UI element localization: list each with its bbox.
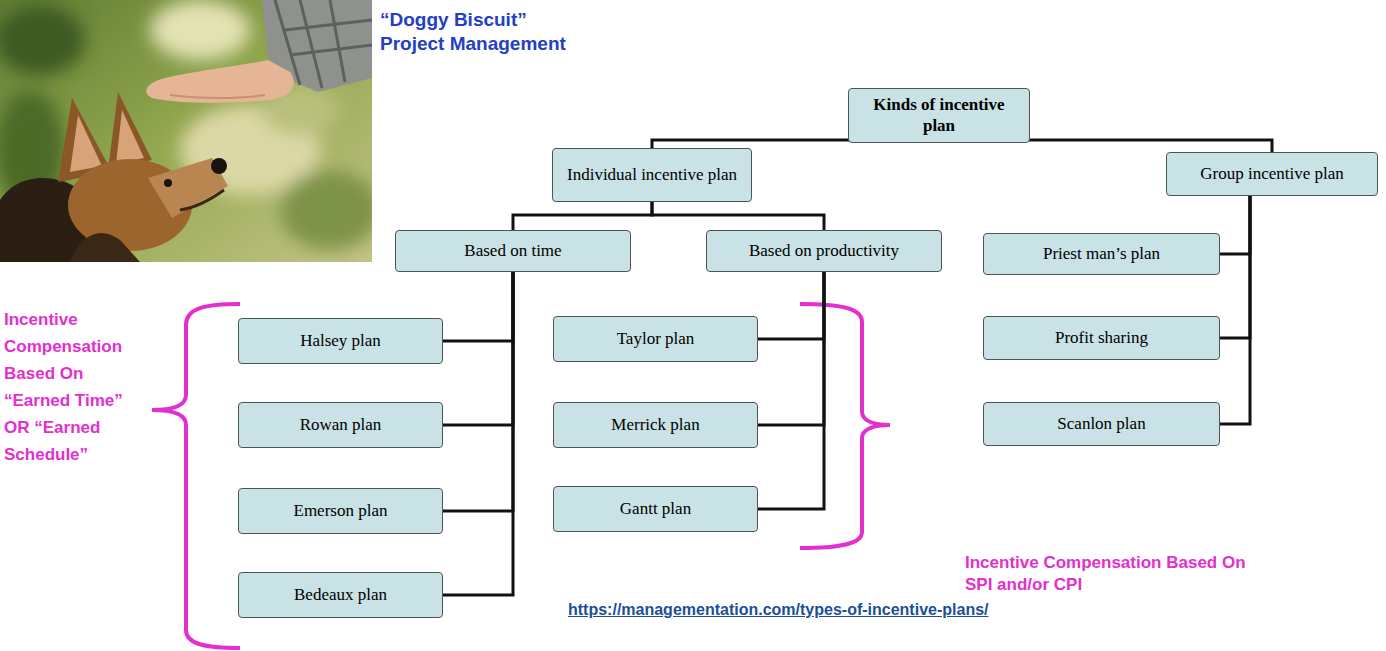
tree-connector xyxy=(652,202,824,230)
source-link: https://managementation.com/types-of-inc… xyxy=(568,600,1088,620)
box-text: Scanlon plan xyxy=(1057,414,1145,434)
box-text: Based on time xyxy=(464,241,561,261)
note-label: Incentive Compensation Based On “Earned … xyxy=(4,306,144,468)
box-text: Based on productivity xyxy=(749,241,899,261)
tree-connector xyxy=(513,202,652,230)
tree-connector xyxy=(443,272,513,511)
tree-connector xyxy=(758,272,824,339)
box-text: Individual incentive plan xyxy=(567,165,737,185)
plan-box: Gantt plan xyxy=(553,486,758,532)
note-label: Incentive Compensation Based On SPI and/… xyxy=(965,552,1250,596)
box-text: Taylor plan xyxy=(617,329,695,349)
plan-box: Profit sharing xyxy=(983,316,1220,360)
plan-box: Merrick plan xyxy=(553,402,758,448)
plan-box: Individual incentive plan xyxy=(552,148,752,202)
plan-box: Scanlon plan xyxy=(983,402,1220,446)
plan-box: Bedeaux plan xyxy=(238,572,443,618)
plan-box: Based on productivity xyxy=(706,230,942,272)
diagram-title: “Doggy Biscuit” Project Management xyxy=(380,8,595,56)
box-text: Profit sharing xyxy=(1055,328,1148,348)
box-text: Emerson plan xyxy=(294,501,388,521)
box-text: Group incentive plan xyxy=(1200,164,1344,184)
plan-box: Kinds of incentive plan xyxy=(848,88,1030,143)
tree-connector xyxy=(443,272,513,425)
tree-connector xyxy=(1220,196,1250,254)
box-text: Priest man’s plan xyxy=(1043,244,1160,264)
plan-box: Rowan plan xyxy=(238,402,443,448)
tree-connector xyxy=(1220,196,1250,338)
dog-photo xyxy=(0,0,372,262)
tree-connector xyxy=(1220,196,1250,424)
box-text: Bedeaux plan xyxy=(294,585,387,605)
box-text: Gantt plan xyxy=(620,499,691,519)
box-text: Kinds of incentive plan xyxy=(859,95,1019,136)
box-text: Merrick plan xyxy=(611,415,699,435)
left-brace xyxy=(152,304,240,648)
plan-box: Emerson plan xyxy=(238,488,443,534)
box-text: Rowan plan xyxy=(300,415,382,435)
tree-connector xyxy=(443,272,513,341)
plan-box: Halsey plan xyxy=(238,318,443,364)
tree-connector xyxy=(443,272,513,595)
box-text: Halsey plan xyxy=(300,331,381,351)
plan-box: Priest man’s plan xyxy=(983,233,1220,275)
plan-box: Taylor plan xyxy=(553,316,758,362)
plan-box: Group incentive plan xyxy=(1166,152,1378,196)
plan-box: Based on time xyxy=(395,230,631,272)
tree-connector xyxy=(758,272,824,509)
tree-connector xyxy=(758,272,824,425)
